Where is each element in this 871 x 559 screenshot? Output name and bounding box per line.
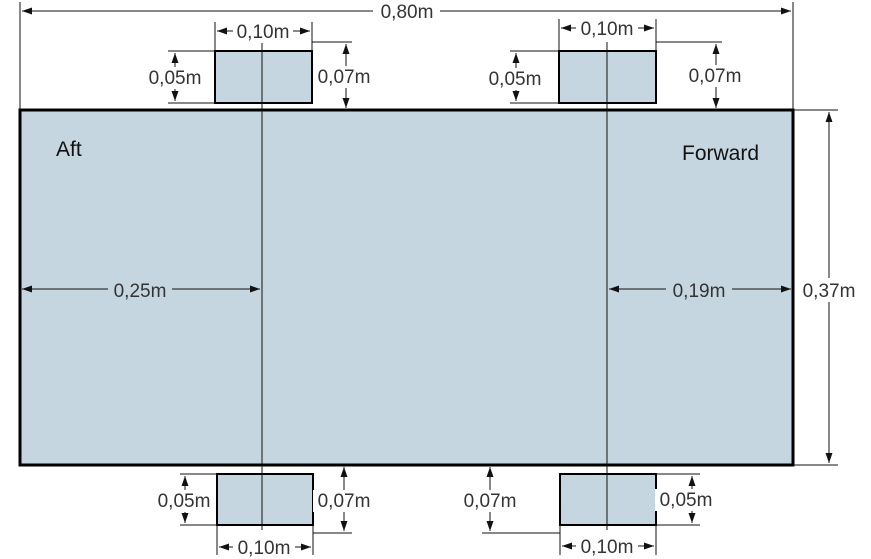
overall-width-dimension: 0,37m: [793, 109, 860, 466]
bottom-right-block-width-label: 0,10m: [581, 537, 634, 558]
aft-label: Aft: [56, 138, 82, 161]
bottom-left-block-dimensions: 0,10m 0,05m 0,07m: [153, 467, 375, 559]
overall-length-dimension: 0,80m: [19, 2, 794, 110]
bottom-right-block-height-label: 0,05m: [660, 490, 713, 511]
aft-offset-label: 0,25m: [114, 281, 167, 302]
top-right-block-dimensions: 0,10m 0,05m 0,07m: [484, 18, 746, 108]
bottom-right-block-dimensions: 0,10m 0,05m 0,07m: [459, 467, 717, 558]
top-left-block-dimensions: 0,10m 0,05m 0,07m: [145, 21, 374, 108]
bottom-left-clearance-label: 0,07m: [318, 491, 371, 512]
forward-label: Forward: [682, 142, 759, 165]
forward-offset-dimension: 0,19m: [609, 281, 791, 302]
forward-offset-label: 0,19m: [673, 281, 726, 302]
overall-width-label: 0,37m: [803, 281, 856, 302]
top-right-clearance-label: 0,07m: [689, 66, 742, 87]
bottom-left-block-width-label: 0,10m: [238, 538, 291, 559]
top-left-clearance-label: 0,07m: [318, 67, 371, 88]
aft-offset-dimension: 0,25m: [22, 281, 260, 302]
bottom-right-block: [559, 473, 657, 526]
overall-length-label: 0,80m: [381, 2, 434, 23]
top-right-block-width-label: 0,10m: [581, 19, 634, 40]
hull-body: [18, 108, 795, 467]
top-left-block: [214, 50, 313, 104]
top-right-block-height-label: 0,05m: [489, 69, 542, 90]
top-left-block-height-label: 0,05m: [149, 68, 202, 89]
bottom-left-block-height-label: 0,05m: [158, 491, 211, 512]
top-left-block-width-label: 0,10m: [237, 22, 290, 43]
bottom-left-block: [216, 473, 314, 526]
bottom-right-clearance-label: 0,07m: [464, 491, 517, 512]
